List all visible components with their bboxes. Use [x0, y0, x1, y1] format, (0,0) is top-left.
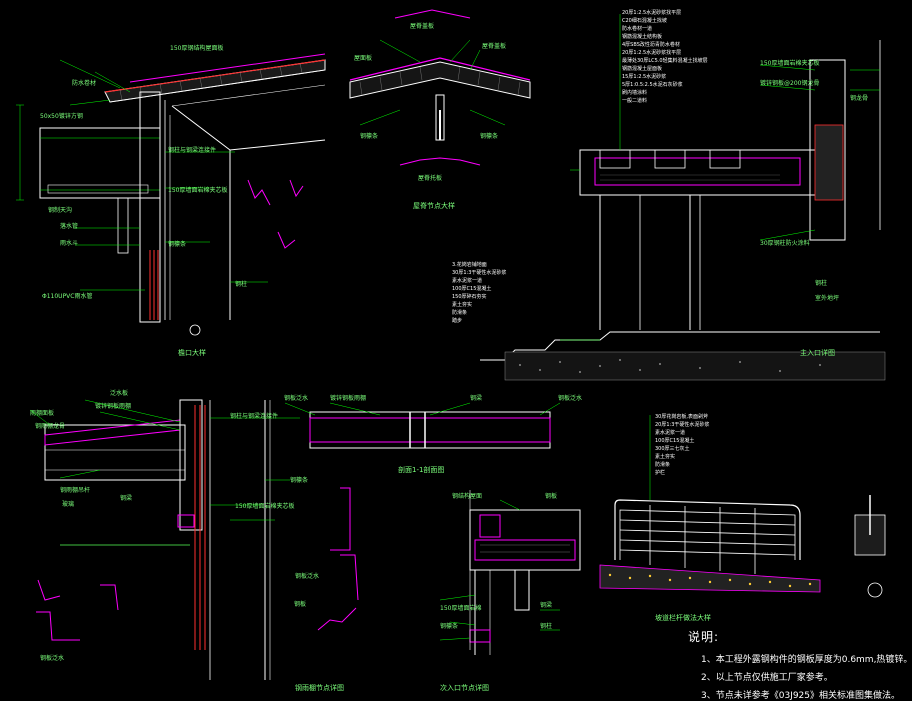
svg-text:防滑条: 防滑条	[452, 309, 467, 316]
svg-text:20厚1:2.5水泥砂浆找平层: 20厚1:2.5水泥砂浆找平层	[622, 9, 681, 16]
svg-text:150厚墙面岩棉夹芯板: 150厚墙面岩棉夹芯板	[235, 502, 294, 510]
svg-text:钢龙骨: 钢龙骨	[850, 94, 868, 102]
svg-text:钢制天沟: 钢制天沟	[48, 206, 72, 214]
svg-text:镀锌钢板雨棚: 镀锌钢板雨棚	[330, 394, 366, 402]
svg-text:钢柱: 钢柱	[815, 279, 827, 287]
svg-text:次入口节点详图: 次入口节点详图	[440, 683, 489, 692]
svg-text:150厚墙面岩棉夹芯板: 150厚墙面岩棉夹芯板	[760, 59, 819, 67]
svg-text:C20细石混凝土找坡: C20细石混凝土找坡	[622, 17, 667, 24]
svg-text:泛水板: 泛水板	[110, 389, 128, 397]
svg-text:坡道栏杆做法大样: 坡道栏杆做法大样	[655, 613, 711, 622]
svg-text:4厚SBS改性沥青防水卷材: 4厚SBS改性沥青防水卷材	[622, 41, 680, 48]
note-item-2: 2、以上节点仅供施工厂家参考。	[701, 673, 833, 683]
svg-text:钢板泛水: 钢板泛水	[558, 394, 582, 402]
notes-heading: 说明:	[688, 630, 720, 644]
main-entrance-detail: 20厚1:2.5水泥砂浆找平层 C20细石混凝土找坡 防水卷材一道 钢筋混凝土结…	[452, 9, 886, 381]
svg-text:30厚1:3干硬性水泥砂浆: 30厚1:3干硬性水泥砂浆	[452, 269, 506, 276]
svg-text:钢檩条: 钢檩条	[440, 622, 458, 630]
steel-canopy-detail: 泛水板 镀锌钢板雨棚 雨棚面板 钢雨棚龙骨 钢雨棚吊杆 玻璃 钢梁 钢柱与钢梁连…	[29, 389, 359, 692]
note-item-1: 1、本工程外露钢构件的钢板厚度为0.6mm,热镀锌。	[701, 655, 912, 665]
svg-text:150厚墙面岩棉: 150厚墙面岩棉	[440, 604, 481, 612]
svg-text:屋脊节点大样: 屋脊节点大样	[413, 201, 455, 210]
dimension-marks	[16, 104, 600, 546]
svg-text:主入口详图: 主入口详图	[800, 348, 835, 357]
svg-text:剖面1-1剖面图: 剖面1-1剖面图	[398, 465, 444, 474]
svg-text:钢梁: 钢梁	[470, 394, 482, 402]
svg-text:150厚碎石夯实: 150厚碎石夯实	[452, 293, 487, 300]
svg-text:钢板泛水: 钢板泛水	[284, 394, 308, 402]
section-1-1: 钢板泛水 镀锌钢板雨棚 钢梁 钢板泛水 剖面1-1剖面图	[284, 394, 582, 474]
svg-text:护栏: 护栏	[655, 469, 665, 476]
svg-text:钢雨棚节点详图: 钢雨棚节点详图	[295, 683, 344, 692]
svg-text:钢结构屋面: 钢结构屋面	[452, 492, 482, 500]
svg-text:150厚墙面岩棉夹芯板: 150厚墙面岩棉夹芯板	[168, 186, 227, 194]
svg-text:20厚1:3干硬性水泥砂浆: 20厚1:3干硬性水泥砂浆	[655, 421, 709, 428]
svg-text:钢板: 钢板	[294, 600, 306, 608]
svg-text:钢梁: 钢梁	[120, 494, 132, 502]
svg-text:素土夯实: 素土夯实	[452, 301, 472, 308]
svg-text:300厚三七灰土: 300厚三七灰土	[655, 445, 690, 452]
svg-text:屋面板: 屋面板	[354, 54, 372, 62]
note-item-3: 3、节点未详参考《03J925》相关标准图集做法。	[701, 691, 901, 701]
svg-text:钢柱: 钢柱	[540, 622, 552, 630]
svg-text:防水卷材: 防水卷材	[72, 79, 96, 87]
svg-text:20厚1:2.5水泥砂浆找平层: 20厚1:2.5水泥砂浆找平层	[622, 49, 681, 56]
svg-text:钢雨棚龙骨: 钢雨棚龙骨	[35, 422, 65, 430]
svg-text:防水卷材一道: 防水卷材一道	[622, 25, 652, 32]
svg-text:钢柱与钢梁连接件: 钢柱与钢梁连接件	[230, 412, 278, 420]
svg-text:室外地坪: 室外地坪	[815, 294, 839, 302]
svg-text:一般二道料: 一般二道料	[622, 97, 647, 104]
svg-text:150厚钢结构屋面板: 150厚钢结构屋面板	[170, 44, 223, 52]
svg-text:素土夯实: 素土夯实	[655, 453, 675, 460]
svg-text:钢筋混凝土结构板: 钢筋混凝土结构板	[622, 33, 662, 40]
svg-text:踏步: 踏步	[452, 317, 462, 324]
svg-text:素水泥浆一道: 素水泥浆一道	[655, 429, 685, 436]
svg-text:钢板泛水: 钢板泛水	[40, 654, 64, 662]
svg-text:30厚钢柱防火涂料: 30厚钢柱防火涂料	[760, 239, 810, 247]
svg-text:刷内墙涂料: 刷内墙涂料	[622, 89, 647, 96]
svg-text:5厚1:0.5:2.5水泥石灰砂浆: 5厚1:0.5:2.5水泥石灰砂浆	[622, 81, 683, 88]
svg-text:屋脊盖板: 屋脊盖板	[482, 42, 506, 50]
ridge-detail: 屋脊盖板 屋面板 屋脊盖板 钢檩条 钢檩条 屋脊托板 屋脊节点大样	[349, 9, 531, 210]
svg-text:钢柱: 钢柱	[235, 280, 247, 288]
svg-text:3.花岗岩铺地面: 3.花岗岩铺地面	[452, 261, 487, 268]
svg-text:50x50镀锌方钢: 50x50镀锌方钢	[40, 112, 83, 120]
svg-text:落水管: 落水管	[60, 222, 78, 230]
svg-text:钢雨棚吊杆: 钢雨棚吊杆	[60, 486, 90, 494]
svg-text:100厚C15混凝土: 100厚C15混凝土	[452, 285, 491, 292]
svg-text:最薄处30厚LC5.0轻集料混凝土找坡层: 最薄处30厚LC5.0轻集料混凝土找坡层	[622, 57, 708, 64]
svg-text:钢檩条: 钢檩条	[360, 132, 378, 140]
svg-text:15厚1:2.5水泥砂浆: 15厚1:2.5水泥砂浆	[622, 73, 666, 80]
svg-text:屋脊托板: 屋脊托板	[418, 174, 442, 182]
svg-text:素水泥浆一道: 素水泥浆一道	[452, 277, 482, 284]
svg-text:雨棚面板: 雨棚面板	[30, 409, 54, 417]
svg-text:屋脊盖板: 屋脊盖板	[410, 22, 434, 30]
svg-text:镀锌钢板雨棚: 镀锌钢板雨棚	[95, 402, 131, 410]
svg-text:钢筋混凝土屋面板: 钢筋混凝土屋面板	[622, 65, 662, 72]
svg-text:钢柱与钢梁连接件: 钢柱与钢梁连接件	[168, 146, 216, 154]
svg-text:玻璃: 玻璃	[62, 500, 74, 508]
svg-text:100厚C15混凝土: 100厚C15混凝土	[655, 437, 694, 444]
svg-text:Φ110UPVC雨水管: Φ110UPVC雨水管	[42, 292, 92, 300]
secondary-entrance-detail: 钢结构屋面 钢板 150厚墙面岩棉 钢檩条 钢梁 钢柱 次入口节点详图	[439, 490, 581, 692]
svg-text:檐口大样: 檐口大样	[178, 348, 206, 357]
svg-text:钢檩条: 钢檩条	[480, 132, 498, 140]
svg-text:钢檩条: 钢檩条	[290, 476, 308, 484]
svg-text:镀锌钢板@200钢龙骨: 镀锌钢板@200钢龙骨	[760, 79, 819, 87]
eave-detail: 150厚钢结构屋面板 防水卷材 50x50镀锌方钢 钢柱与钢梁连接件 150厚墙…	[39, 44, 326, 357]
svg-text:钢梁: 钢梁	[540, 601, 552, 609]
svg-text:钢檩条: 钢檩条	[168, 240, 186, 248]
svg-text:钢板泛水: 钢板泛水	[295, 572, 319, 580]
svg-text:防滑条: 防滑条	[655, 461, 670, 468]
svg-text:钢板: 钢板	[545, 492, 557, 500]
svg-text:雨水斗: 雨水斗	[60, 239, 78, 247]
svg-text:30厚花岗岩板,表面剁斧: 30厚花岗岩板,表面剁斧	[655, 413, 708, 420]
ramp-railing-detail: 30厚花岗岩板,表面剁斧 20厚1:3干硬性水泥砂浆 素水泥浆一道 100厚C1…	[599, 413, 886, 622]
